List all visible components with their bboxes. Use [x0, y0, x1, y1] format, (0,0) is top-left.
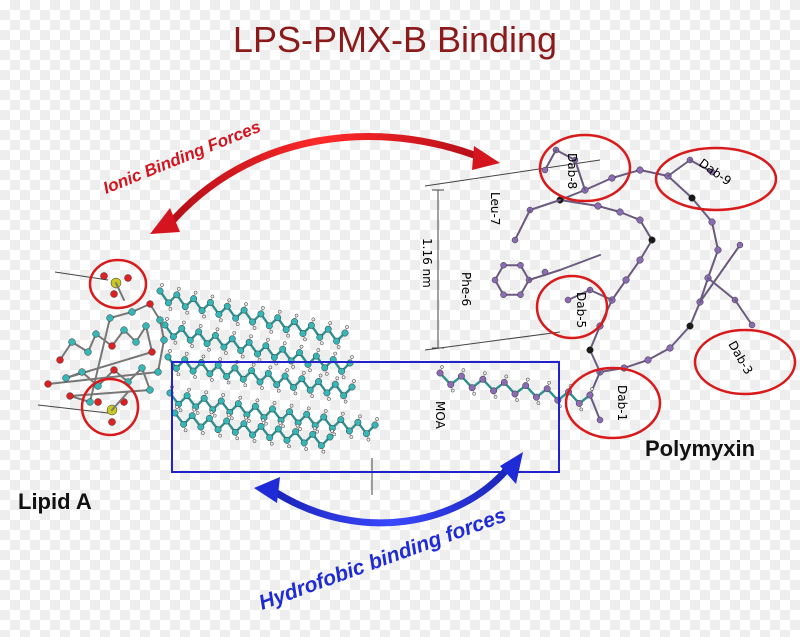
lipid-a-phosphate-bottom-circle [80, 377, 140, 437]
dab5-circle [535, 274, 609, 340]
residue-label-dab9: Dab-9 [696, 156, 734, 188]
lipid-a-phosphate-top-circle [88, 258, 148, 310]
hydrophobic-binding-arrow [254, 452, 523, 527]
distance-guide [37, 159, 601, 495]
polymyxin-label: Polymyxin [645, 436, 755, 461]
residue-label-dab1: Dab-1 [615, 385, 629, 421]
residue-label-phe6: Phe-6 [459, 272, 473, 306]
residue-label-moa: MOA [433, 401, 447, 430]
diagram-title: LPS-PMX-B Binding [233, 19, 557, 60]
dab1-circle [564, 366, 662, 440]
ionic-binding-label: Ionic Binding Forces [100, 117, 263, 198]
dab9-circle [654, 146, 778, 212]
hydrophobic-region-box [171, 361, 560, 473]
ionic-binding-arrow [150, 132, 500, 234]
dab3-circle [693, 328, 797, 396]
residue-label-leu7: Leu-7 [488, 192, 502, 225]
dab8-circle [538, 133, 632, 203]
highlight-circles [80, 133, 797, 440]
lipid-a-label: Lipid A [18, 489, 92, 514]
residue-label-dab8: Dab-8 [565, 153, 579, 189]
residue-label-dab5: Dab-5 [574, 292, 588, 328]
distance-label: 1.16 nm [420, 238, 434, 288]
residue-label-dab3: Dab-3 [725, 339, 755, 377]
